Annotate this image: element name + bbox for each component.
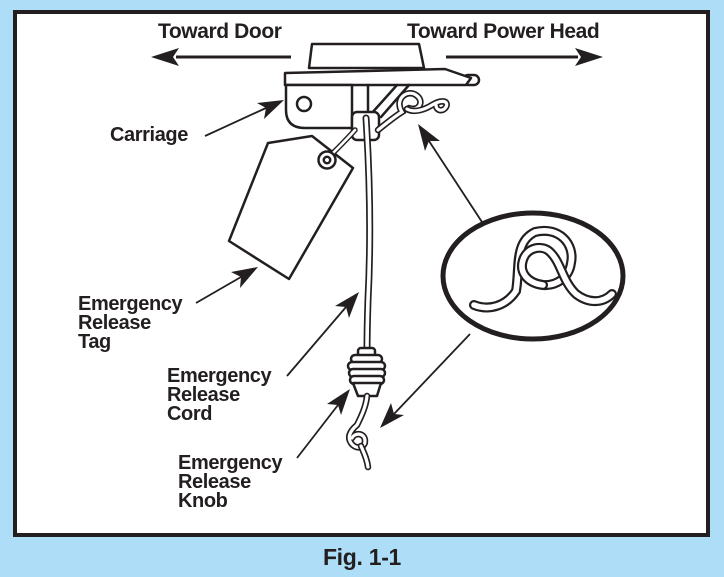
figure-caption: Fig. 1-1 (322, 543, 402, 570)
release-tag (227, 127, 358, 281)
emergency-release-cord-label: Emergency Release Cord (167, 365, 272, 425)
knob-cord-knot (346, 392, 372, 471)
right-arrowhead-icon (575, 48, 603, 66)
release-knob (346, 346, 387, 398)
tag-arrowhead-icon (231, 267, 258, 288)
carriage-label: Carriage (110, 124, 188, 146)
tag-shape (227, 134, 355, 281)
release-cord (362, 114, 374, 357)
cord-arrowhead-icon (335, 292, 359, 318)
knob-leader (296, 404, 339, 459)
tag-grommet-inner (322, 155, 332, 165)
rail-plate (283, 67, 473, 87)
magnifier-bottom-arrowhead-icon (380, 403, 404, 428)
magnifier-bottom-leader (393, 333, 471, 415)
left-arrowhead-icon (151, 48, 179, 66)
bracket-hole (295, 95, 313, 113)
release-lever-line-1 (369, 83, 399, 116)
trolley-block (307, 42, 426, 70)
magnifier-top-arrowhead-icon (418, 124, 440, 151)
carriage-arrowhead-icon (257, 100, 284, 119)
direction-arrows (151, 48, 603, 66)
magnifier-top-leader (428, 140, 483, 223)
carriage-assembly (283, 42, 481, 142)
knob-arrowhead-icon (327, 389, 350, 415)
tag-leader (195, 276, 242, 304)
caption-band: Fig. 1-1 (0, 537, 724, 577)
cord-leader (286, 306, 347, 377)
release-lever-line-2 (379, 83, 411, 119)
emergency-release-knob-label: Emergency Release Knob (178, 452, 283, 512)
carriage-knot (374, 90, 450, 134)
leader-arrows (195, 100, 483, 459)
carriage-bracket (284, 83, 354, 130)
toward-power-head-label: Toward Power Head (407, 20, 600, 43)
emergency-release-tag-label: Emergency Release Tag (78, 293, 183, 353)
carriage-leader (204, 107, 267, 137)
knot-detail-magnifier (440, 210, 626, 342)
toward-door-label: Toward Door (158, 20, 282, 43)
